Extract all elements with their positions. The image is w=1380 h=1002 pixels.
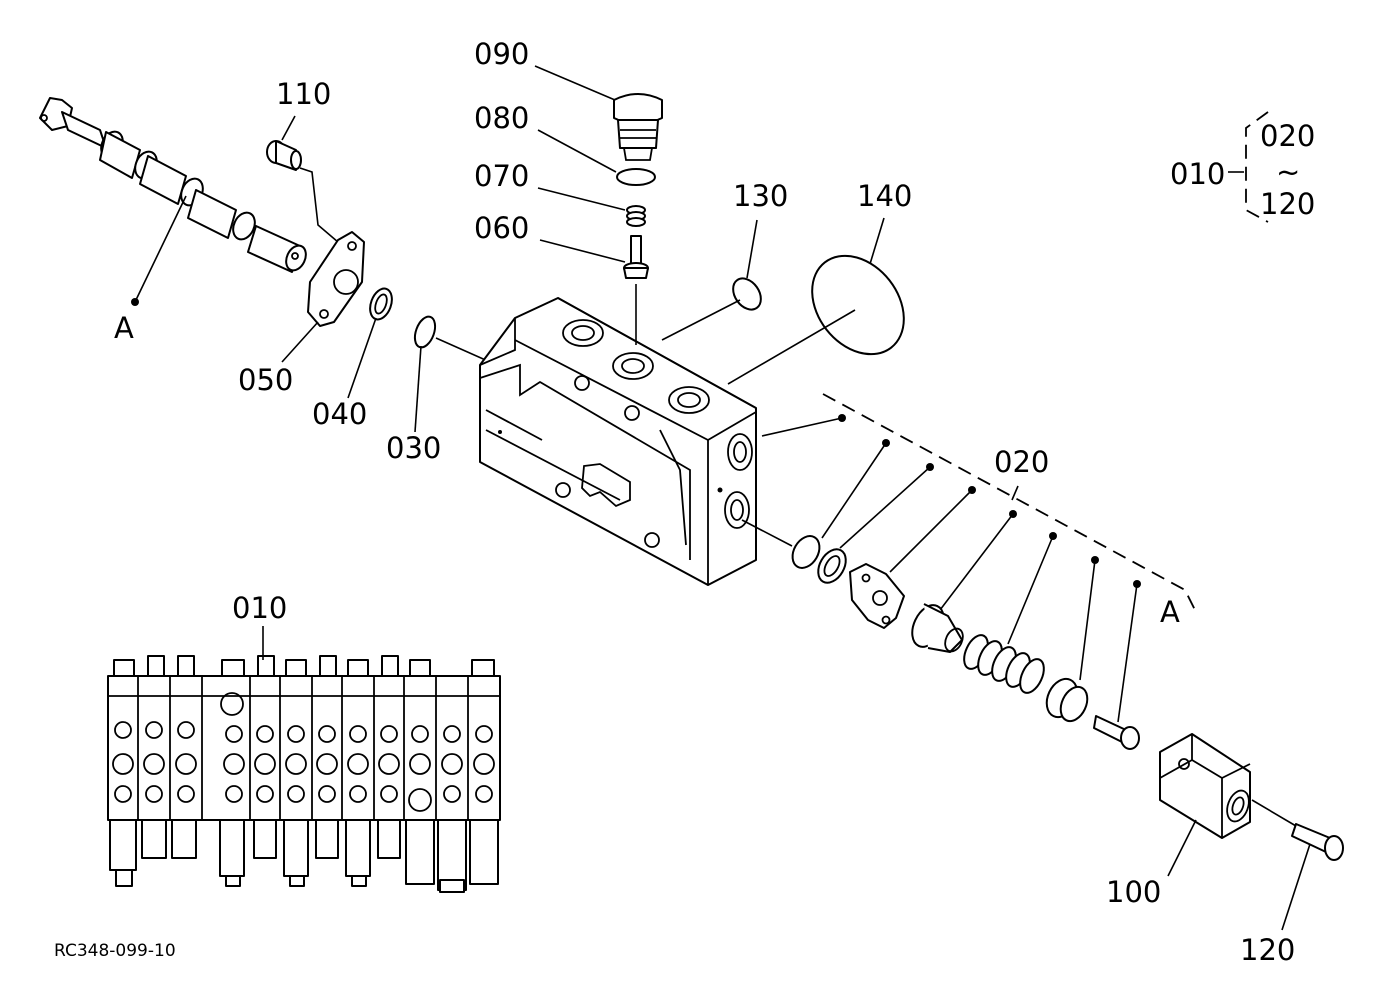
leader-dot — [838, 414, 846, 422]
spring-070 — [626, 205, 646, 227]
plug-090 — [613, 93, 663, 161]
leader-110 — [281, 115, 296, 141]
leader-a3 — [839, 466, 931, 549]
leader-030 — [414, 345, 422, 433]
leader-140-b — [727, 309, 856, 385]
assembly-note-range-symbol: ~ — [1276, 155, 1300, 189]
leader-dot — [1091, 556, 1099, 564]
leader-120 — [1281, 843, 1311, 931]
label-100: 100 — [1106, 875, 1161, 909]
label-080: 080 — [474, 101, 529, 135]
label-020: 020 — [994, 445, 1049, 479]
leader-dot — [1049, 532, 1057, 540]
label-040: 040 — [312, 397, 367, 431]
valve-bank-assembly — [107, 655, 501, 893]
assembly-note-parent: 010 — [1170, 157, 1225, 191]
leader-060 — [539, 239, 626, 263]
ring-right — [817, 548, 847, 584]
cap-100 — [1159, 733, 1251, 839]
valve-bank-body — [107, 675, 501, 821]
leader-dot — [1133, 580, 1141, 588]
axis-line-right — [741, 519, 793, 547]
spring-right — [963, 634, 1045, 694]
assembly-note-start: 020 — [1260, 119, 1315, 153]
leader-a7 — [1079, 559, 1096, 681]
leader-dot — [926, 463, 934, 471]
label-050: 050 — [238, 363, 293, 397]
leader-130 — [746, 219, 758, 279]
leader-100 — [1167, 819, 1197, 877]
oring-140 — [811, 254, 905, 356]
leader-dot — [131, 298, 139, 306]
leader-080 — [537, 129, 617, 173]
flange-right — [849, 563, 905, 629]
oring-030 — [413, 315, 437, 349]
leader-dot — [968, 486, 976, 494]
oring-130 — [732, 277, 762, 311]
leader-a-left — [134, 195, 187, 303]
seat-right — [1045, 677, 1089, 723]
leader-020 — [1011, 485, 1019, 501]
ring-040 — [369, 287, 393, 321]
flange-050 — [307, 231, 365, 327]
leader-070 — [537, 187, 626, 211]
leader-130-b — [661, 299, 741, 341]
label-ref-a-right: A — [1160, 595, 1180, 629]
leader-110-b — [299, 167, 346, 249]
leader-050 — [281, 321, 319, 363]
leader-040 — [347, 317, 377, 399]
oring-080 — [616, 168, 656, 186]
poppet-060 — [623, 235, 649, 279]
label-070: 070 — [474, 159, 529, 193]
drawing-code: RC348-099-10 — [54, 941, 176, 961]
leader-dot — [1009, 510, 1017, 518]
label-140: 140 — [857, 179, 912, 213]
leader-a6 — [1007, 535, 1054, 645]
label-ref-a-left: A — [114, 311, 134, 345]
label-120-bottom: 120 — [1240, 933, 1295, 967]
leader-dot — [882, 439, 890, 447]
leader-a8 — [1117, 583, 1138, 723]
label-110: 110 — [276, 77, 331, 111]
leader-090 — [534, 65, 616, 101]
label-130: 130 — [733, 179, 788, 213]
leader-140 — [869, 217, 885, 265]
leader-a1 — [761, 417, 843, 437]
sleeve-right — [911, 603, 964, 653]
screw-right — [1093, 715, 1140, 750]
label-010-bottom: 010 — [232, 591, 287, 625]
bolt-110 — [266, 140, 302, 171]
axis-line-cap — [1251, 799, 1297, 827]
spool-part — [39, 97, 307, 273]
bolt-120 — [1291, 823, 1344, 861]
assembly-note-bracket — [1245, 111, 1269, 223]
leader-a5 — [939, 513, 1014, 611]
label-030: 030 — [386, 431, 441, 465]
oring-right — [791, 535, 821, 569]
label-090: 090 — [474, 37, 529, 71]
leader-a2 — [821, 442, 887, 539]
axis-line-left — [435, 337, 491, 363]
valve-body — [479, 297, 757, 586]
assembly-note-end: 120 — [1260, 187, 1315, 221]
leader-a4 — [889, 489, 973, 573]
group-bracket-020 — [822, 393, 1197, 613]
label-060: 060 — [474, 211, 529, 245]
